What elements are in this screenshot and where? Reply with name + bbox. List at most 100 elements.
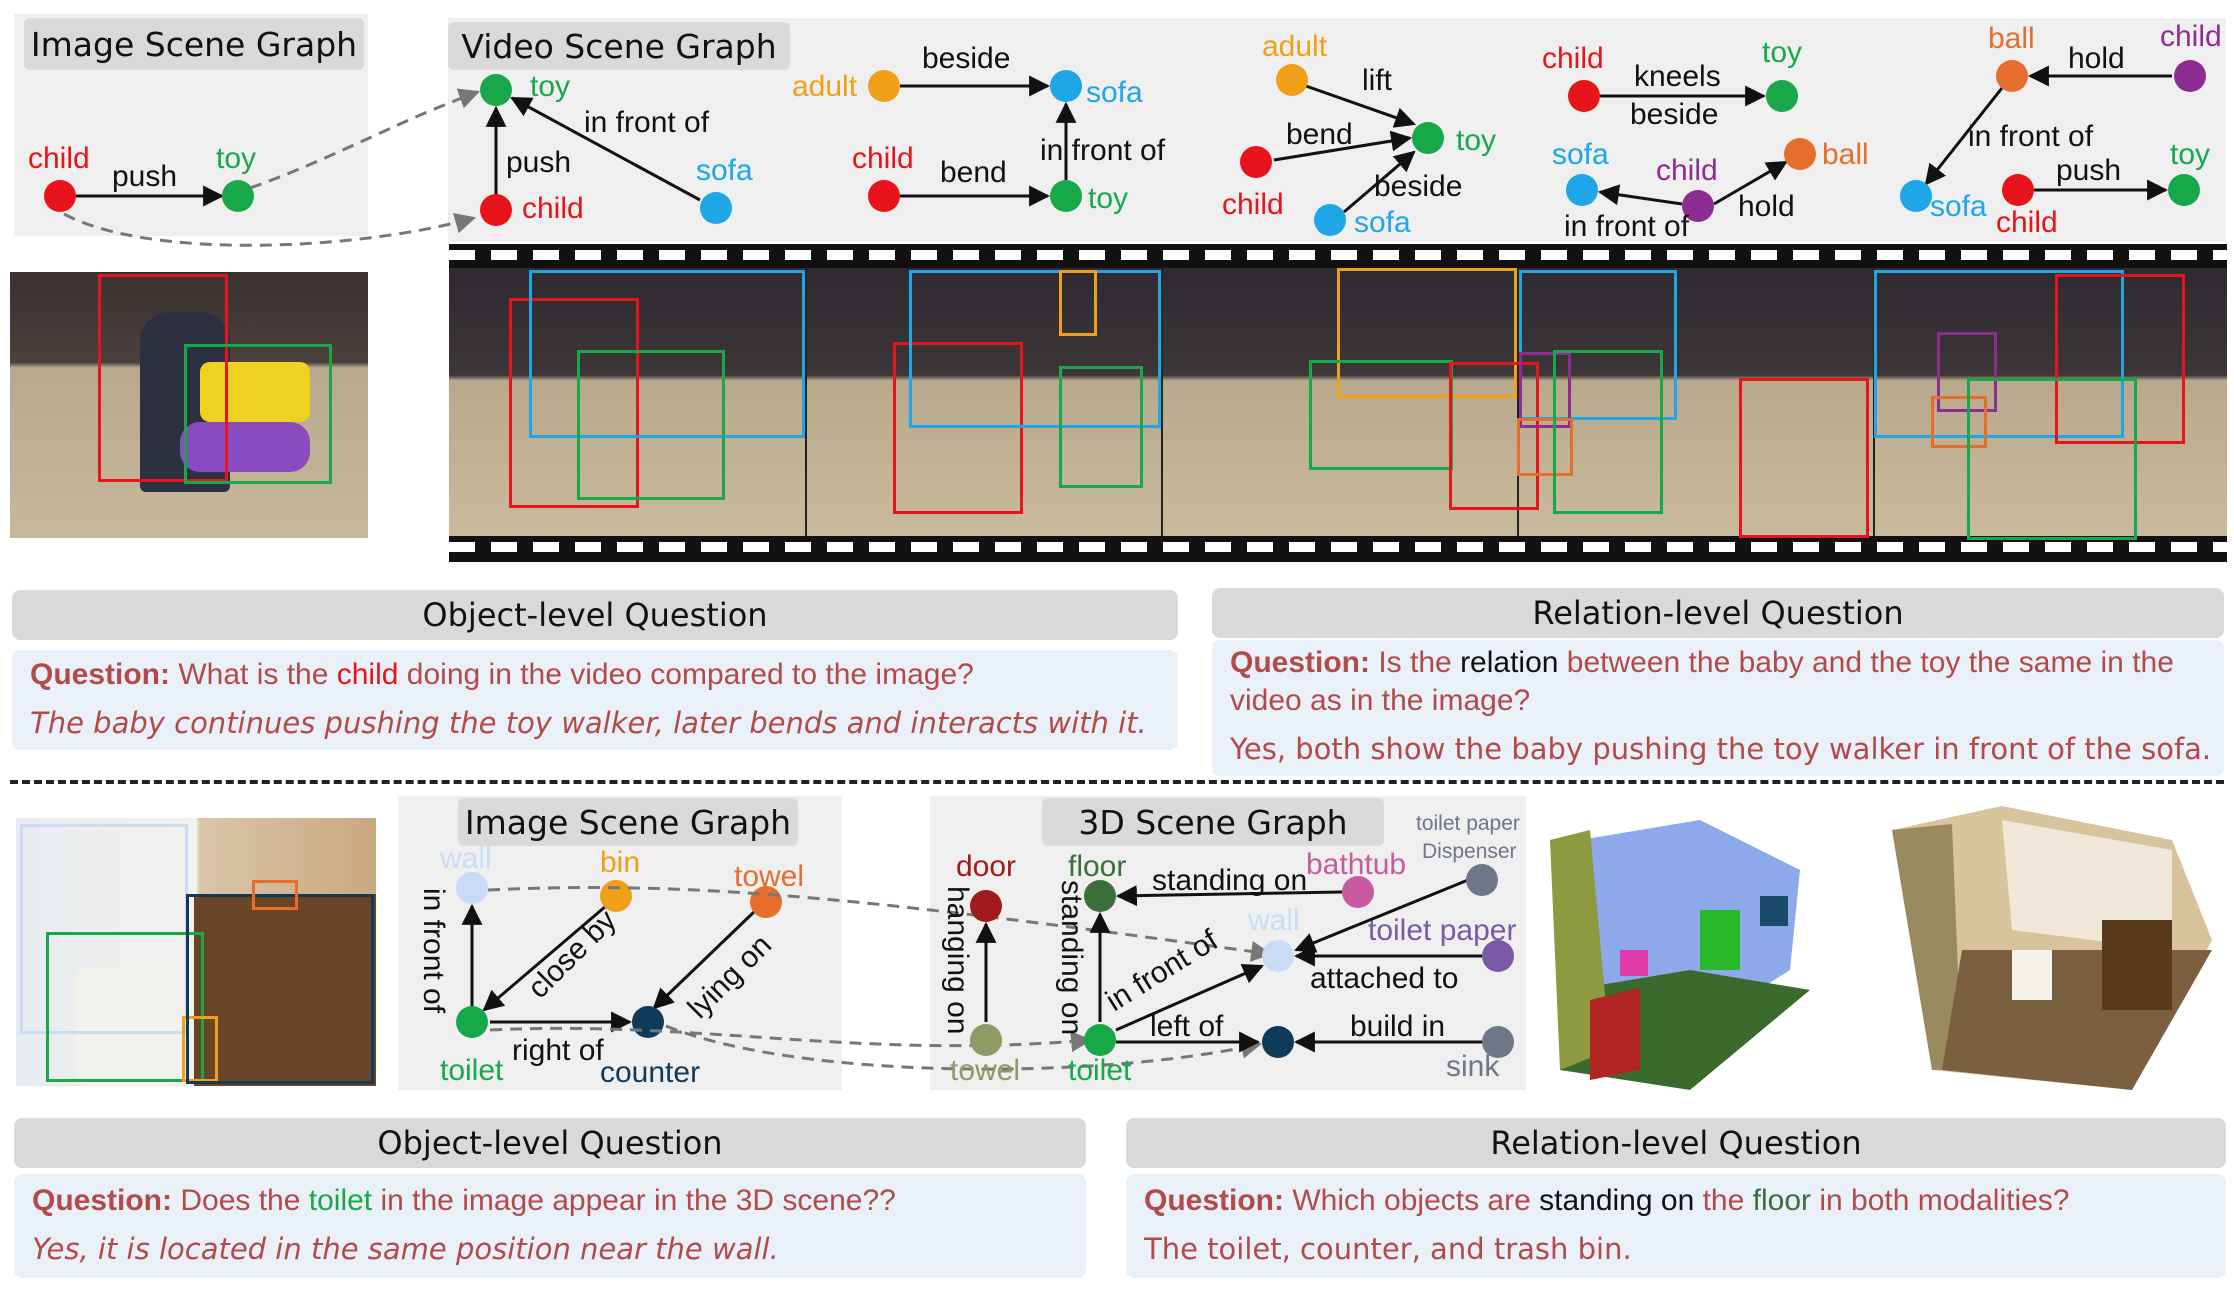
label-door: door xyxy=(956,850,1016,883)
node-bin xyxy=(600,880,632,912)
label-hold: hold xyxy=(2068,42,2125,75)
node-toy xyxy=(1766,80,1798,112)
label-bend: bend xyxy=(1286,118,1353,151)
label-right-of: right of xyxy=(512,1034,604,1067)
node-toy xyxy=(480,74,512,106)
top-object-question-box: Question: What is the child doing in the… xyxy=(12,650,1178,750)
node-adult xyxy=(1276,64,1308,96)
label-toy: toy xyxy=(216,142,256,175)
label-beside: beside xyxy=(1630,98,1718,131)
node-toy xyxy=(2168,174,2200,206)
node-door xyxy=(970,890,1002,922)
label-wall: wall xyxy=(439,842,492,875)
bottom-relation-question-box: Question: Which objects are standing on … xyxy=(1126,1174,2226,1278)
label-hold: hold xyxy=(1738,190,1795,223)
label-toilet-paper: toilet paper xyxy=(1368,914,1516,947)
node-toy xyxy=(1412,122,1444,154)
question-text-pre: Which objects are xyxy=(1292,1184,1540,1217)
label-in-front-of: in front of xyxy=(1564,210,1690,243)
video-filmstrip xyxy=(449,244,2227,562)
node-wall xyxy=(456,872,488,904)
node-sofa xyxy=(1566,174,1598,206)
label-child: child xyxy=(1222,188,1284,221)
label-in-front-of: in front of xyxy=(584,106,710,139)
scene3d-render-rgb xyxy=(1872,800,2228,1100)
label-bin: bin xyxy=(600,846,640,879)
node-towel xyxy=(970,1024,1002,1056)
label-standing-on-2: standing on xyxy=(1152,864,1307,897)
section-divider xyxy=(10,780,2224,784)
label-push: push xyxy=(506,146,571,179)
node-dispenser xyxy=(1466,864,1498,896)
node-counter xyxy=(1262,1026,1294,1058)
answer-text: The toilet, counter, and trash bin. xyxy=(1144,1232,1632,1266)
label-in-front-of: in front of xyxy=(1040,134,1166,167)
scene3d-graph-title: 3D Scene Graph xyxy=(1042,798,1384,846)
node-wall xyxy=(1262,940,1294,972)
label-adult: adult xyxy=(1262,30,1328,63)
label-toy: toy xyxy=(2170,138,2210,171)
label-lying-on: lying on xyxy=(682,928,778,1024)
image-photo xyxy=(10,272,368,538)
label-toy: toy xyxy=(1456,124,1496,157)
label-sofa: sofa xyxy=(696,154,753,187)
video-scene-graph-title: Video Scene Graph xyxy=(448,22,790,70)
node-adult xyxy=(868,70,900,102)
question-highlight: child xyxy=(336,658,399,691)
label-wall: wall xyxy=(1247,904,1300,937)
question-text-line2: video as in the image? xyxy=(1230,684,1531,717)
label-sink: sink xyxy=(1446,1050,1500,1083)
label-in-front-of: in front of xyxy=(1100,923,1224,1018)
label-dispenser-2: Dispenser xyxy=(1422,840,1517,863)
label-adult: adult xyxy=(792,70,858,103)
label-sofa: sofa xyxy=(1354,206,1411,239)
label-hanging-on: hanging on xyxy=(941,886,974,1034)
label-kneels: kneels xyxy=(1634,60,1721,93)
node-sofa xyxy=(700,192,732,224)
question-label: Question: xyxy=(1230,646,1370,679)
question-highlight: standing on xyxy=(1539,1184,1695,1217)
question-highlight: relation xyxy=(1460,646,1559,679)
label-counter: counter xyxy=(600,1056,700,1089)
node-toilet xyxy=(456,1006,488,1038)
question-text-pre: Does the xyxy=(180,1184,309,1217)
question-label: Question: xyxy=(32,1184,172,1217)
node-sofa xyxy=(1314,204,1346,236)
label-in-front-of: in front of xyxy=(417,888,450,1014)
question-text-pre: What is the xyxy=(178,658,337,691)
question-text-post: between the baby and the toy the same in… xyxy=(1558,646,2174,679)
node-child xyxy=(2174,60,2206,92)
bottom-relation-question-header: Relation-level Question xyxy=(1126,1118,2226,1168)
node-bathtub xyxy=(1342,876,1374,908)
node-toilet-paper xyxy=(1482,940,1514,972)
label-toy: toy xyxy=(1762,36,1802,69)
label-child: child xyxy=(2160,20,2222,53)
image-scene-graph-title: Image Scene Graph xyxy=(24,18,364,70)
question-label: Question: xyxy=(1144,1184,1284,1217)
question-label: Question: xyxy=(30,658,170,691)
node-toilet xyxy=(1084,1024,1116,1056)
label-toilet: toilet xyxy=(1068,1054,1132,1087)
node-floor xyxy=(1084,880,1116,912)
question-text-post: in both modalities? xyxy=(1811,1184,2070,1217)
node-child xyxy=(44,180,76,212)
bottom-object-question-header: Object-level Question xyxy=(14,1118,1086,1168)
node-ball xyxy=(1996,60,2028,92)
label-in-front-of: in front of xyxy=(1968,120,2094,153)
bottom-image-scene-graph-title: Image Scene Graph xyxy=(458,798,798,846)
label-towel: towel xyxy=(734,860,804,893)
answer-text: Yes, it is located in the same position … xyxy=(32,1232,779,1266)
label-toy: toy xyxy=(530,70,570,103)
question-text-post: doing in the video compared to the image… xyxy=(398,658,974,691)
label-standing-on: standing on xyxy=(1055,880,1088,1035)
answer-text: Yes, both show the baby pushing the toy … xyxy=(1230,732,2212,766)
label-bathtub: bathtub xyxy=(1306,848,1406,881)
answer-text: The baby continues pushing the toy walke… xyxy=(30,706,1147,740)
label-sofa: sofa xyxy=(1086,76,1143,109)
node-sink xyxy=(1482,1026,1514,1058)
question-text-mid: the xyxy=(1694,1184,1753,1217)
label-toy: toy xyxy=(1088,182,1128,215)
label-beside: beside xyxy=(922,42,1010,75)
label-toilet: toilet xyxy=(440,1054,504,1087)
label-build-in: build in xyxy=(1350,1010,1445,1043)
